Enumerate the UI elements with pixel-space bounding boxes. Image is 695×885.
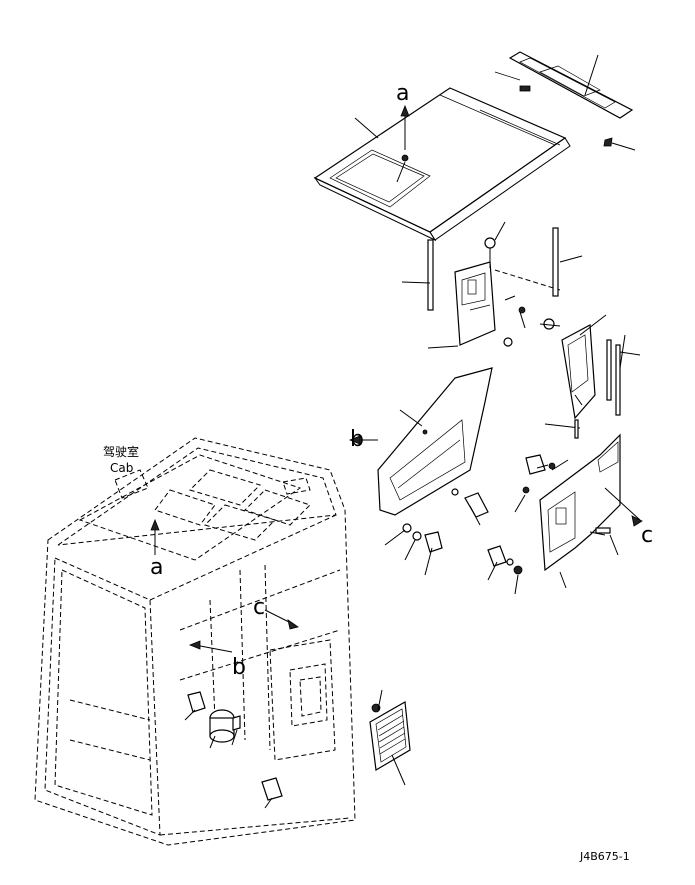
- right-pillar-strip: [552, 227, 583, 297]
- right-trim-bolts: [487, 419, 581, 595]
- right-side-trim-panel: [539, 433, 643, 572]
- label-cab-english: Cab: [110, 461, 133, 475]
- label-b-cab: b: [232, 655, 246, 680]
- label-cab-chinese: 驾驶室: [103, 444, 139, 459]
- center-pillar-trim: [427, 221, 561, 349]
- label-c-cab: c: [253, 595, 265, 620]
- label-a-top: a: [396, 81, 409, 106]
- drawing-number: J4B675-1: [579, 850, 630, 863]
- cab-frame: [34, 437, 356, 846]
- label-c-right: c: [641, 523, 653, 548]
- left-pillar-strip: [401, 239, 434, 311]
- left-trim-bolts: [384, 488, 489, 576]
- label-b-mid: b: [350, 427, 364, 452]
- cab-bottom-parts: [184, 691, 283, 809]
- label-a-cab: a: [150, 555, 163, 580]
- floor-vent-cover: [369, 689, 411, 786]
- roof-liner-panel: [313, 87, 571, 242]
- right-pillar-thin-strips: [606, 334, 641, 416]
- roof-rear-bracket: [494, 51, 636, 151]
- left-side-trim-panel: [348, 367, 493, 516]
- right-pillar-trim: [539, 314, 607, 420]
